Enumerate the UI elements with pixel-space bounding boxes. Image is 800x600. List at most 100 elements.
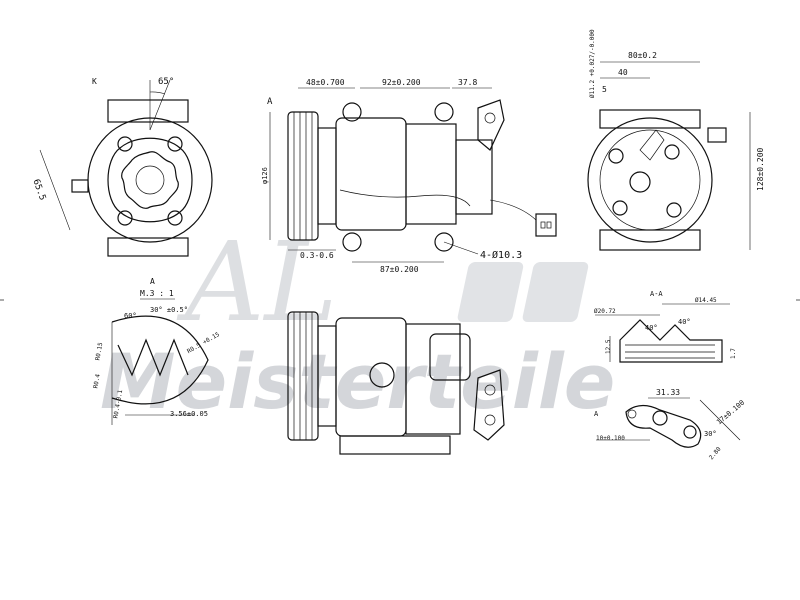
bottom-side-view [287,311,505,455]
front-bolt-1 [117,136,133,152]
section-aa-title: A-A [650,290,663,298]
bracket-outline [625,404,702,448]
front-bolt-3 [117,210,133,226]
side-dim-left: φ126 [261,167,269,184]
side-mid-housing [405,123,457,225]
side-connector-detail [535,213,557,237]
side-view: 48±0.700 92±0.200 37.8 A φ126 0.3-0.6 87… [261,78,557,274]
side-section-label: A [267,97,273,107]
bottom-fitting-port-1 [484,384,496,396]
watermark-brand-text: Meisterteile [100,337,615,426]
side-hole-label: 4-Ø10.3 [480,249,522,261]
detail-a-dim-r1: R0.15 [94,342,104,361]
side-dim-bottom-1: 0.3-0.6 [300,251,334,260]
bottom-block [429,333,471,381]
bracket-angle: 30° [704,430,717,438]
detail-a-teeth [117,338,189,377]
rear-center-boss [629,171,651,193]
front-flange-shape [107,137,193,223]
side-front-housing [335,117,407,231]
bracket-view: 31.33 17±0.100 30° 2.80 10±0.100 A [594,388,746,461]
bracket-hole-1 [652,410,668,426]
side-wiring [339,189,471,207]
detail-a-scale: M.3 : 1 [140,289,174,298]
bottom-fitting [473,369,505,441]
section-aa: A-A Ø20.72 Ø14.45 40° 40° 12.5 1.7 [594,290,737,363]
bracket-dim-2-line [699,399,741,441]
front-connector [71,179,89,193]
front-bolt-2 [167,136,183,152]
detail-a: A M.3 : 1 3.56±0.05 60° 30° ±0.5° R0.15 … [92,277,221,425]
detail-a-profile-outer [111,315,209,405]
side-rear-head [455,139,493,215]
bottom-mid-housing [405,323,461,435]
rear-port-1 [608,148,624,164]
bracket-dim-1: 31.33 [656,388,680,397]
section-aa-angle-1: 40° [645,324,658,332]
section-aa-profile [619,319,723,363]
section-aa-dim-left: Ø20.72 [594,308,616,315]
section-aa-hatch [625,344,715,359]
front-height-dim-line [39,149,71,231]
side-hole-leader [443,241,479,255]
side-dim-top-2: 92±0.200 [382,78,421,87]
rear-dim-small: 5 [602,85,607,94]
rear-mount-top [599,109,701,129]
watermark-block-1 [457,262,524,322]
section-aa-angle-2: 40° [678,318,691,326]
rear-view: 80±0.2 40 5 Ø11.2 +0.027/-0.000 128±0.20… [587,29,765,251]
section-aa-dim-right: Ø14.45 [695,297,717,304]
side-connector-pin-2 [546,221,552,229]
watermark-block-2 [522,262,589,322]
detail-a-dim-r3: R0.4 [92,373,101,389]
rear-body-outline [587,117,713,243]
side-ear-bottom-left [342,232,362,252]
side-dim-top-1: 48±0.700 [306,78,345,87]
rear-valve [707,127,727,143]
front-bolt-4 [167,210,183,226]
detail-a-title: A [150,277,155,286]
front-height-label: 65.5 [30,178,47,202]
front-mount-top [107,99,189,123]
bracket-label: A [594,410,599,418]
front-center-hole [135,165,165,195]
side-ear-bottom-right [434,232,454,252]
side-clutch [317,127,337,225]
bracket-dim-4: 2.80 [708,445,723,461]
side-connector-leader [489,199,537,221]
rear-dim-top-2: 40 [618,68,628,77]
watermark: AL Meisterteile [100,218,615,426]
bracket-dim-2: 17±0.100 [715,399,746,427]
bracket-hole-3 [627,409,637,419]
detail-a-angle-1: 60° [124,312,137,320]
section-aa-dim-height: 12.5 [605,339,612,354]
front-angle-line-1 [149,79,171,131]
rear-port-2 [612,200,628,216]
side-ear-top-left [342,102,362,122]
front-angle-arc [149,91,166,95]
side-fitting [477,99,505,151]
bottom-port [369,362,395,388]
front-angle-label: 65° [158,77,174,87]
watermark-logo-letters: AL [176,218,338,346]
side-dim-top-3: 37.8 [458,78,477,87]
bottom-fitting-port-2 [484,414,496,426]
rear-dim-right: 128±0.200 [756,147,765,191]
front-marker-label: K [92,77,97,86]
detail-a-dim-r4: R0.4-0.1 [112,389,124,419]
rear-slot [639,129,665,161]
rear-port-3 [664,144,680,160]
detail-a-dim-bottom: 3.56±0.05 [170,410,208,418]
rear-mount-bottom [599,229,701,251]
rear-port-4 [666,202,682,218]
rear-dim-tol: Ø11.2 +0.027/-0.000 [589,29,596,98]
side-fitting-port [484,112,496,124]
side-ear-top-right [434,102,454,122]
bracket-dim-3: 10±0.100 [596,435,625,442]
bottom-base [339,435,451,455]
section-aa-dim-small: 1.7 [730,348,737,359]
front-center-lobes [121,151,179,209]
side-connector-pin-1 [540,221,546,229]
front-mount-bottom [107,237,189,257]
